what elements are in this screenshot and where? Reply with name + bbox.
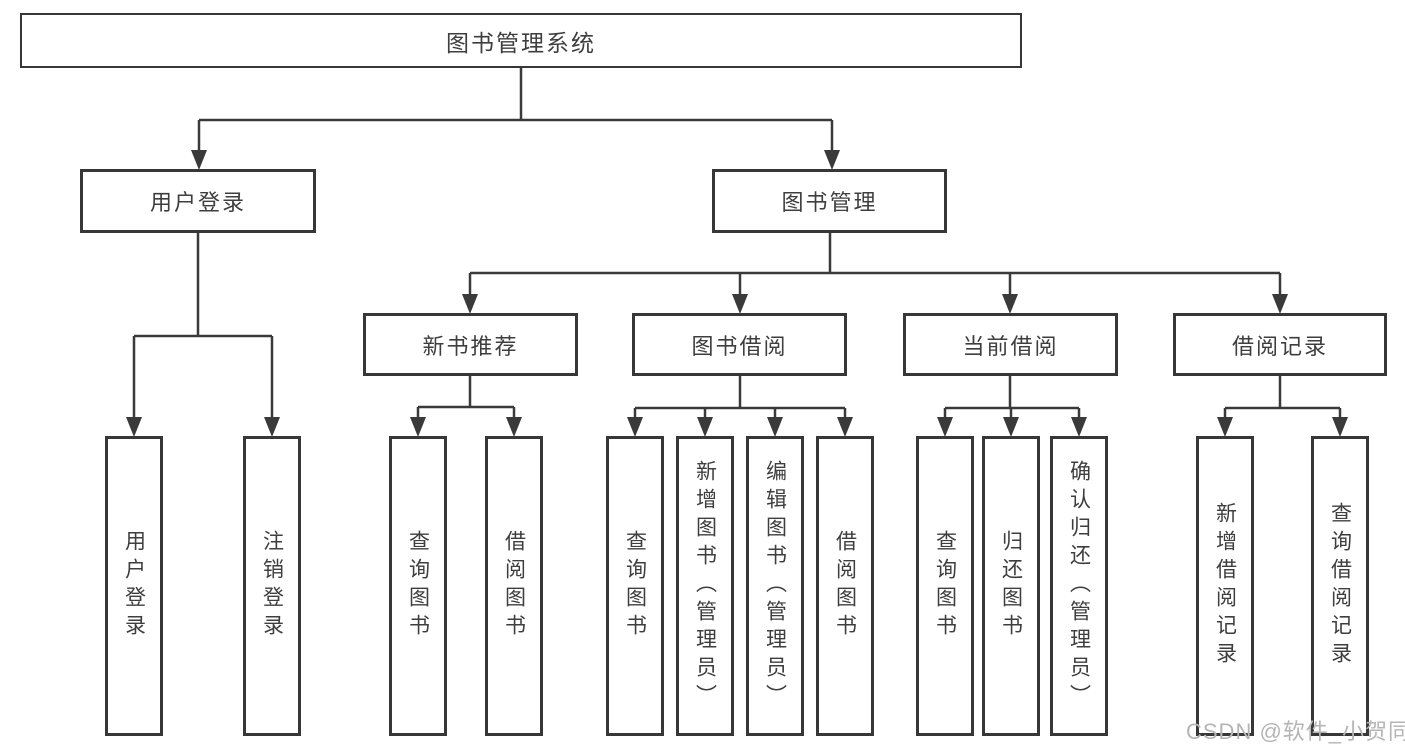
leaf-query-books-recommend: 查询图书 [389,436,447,736]
csdn-watermark: CSDN @软件_小贺同学 [1186,719,1405,744]
node-root-library-system: 图书管理系统 [20,13,1022,68]
connector-new-book-recommendation-to-children [410,376,522,437]
leaf-add-borrow-record: 新增借阅记录 [1196,436,1254,736]
node-label: 查询图书 [623,530,647,642]
connector-borrowing-records-to-children [1217,376,1348,437]
node-label: 查询借阅记录 [1328,502,1352,670]
node-label: 查询图书 [406,530,430,642]
leaf-borrow-books-borrowing: 借阅图书 [816,436,874,736]
node-label: 用户登录 [122,530,146,642]
node-label: 图书管理系统 [446,29,596,56]
leaf-query-books-borrowing: 查询图书 [606,436,664,736]
node-label: 查询图书 [933,530,957,642]
node-new-book-recommendation: 新书推荐 [363,313,578,376]
node-label: 注销登录 [260,530,284,642]
node-current-borrowing: 当前借阅 [903,313,1118,376]
leaf-edit-books-admin: 编辑图书（管理员） [746,436,804,736]
leaf-logout-login: 注销登录 [243,436,301,736]
leaf-query-books-current: 查询图书 [916,436,974,736]
connector-book-management-to-level2 [462,233,1288,314]
node-label: 当前借阅 [962,333,1059,359]
node-label: 编辑图书（管理员） [763,460,787,712]
node-label: 归还图书 [999,530,1023,642]
connector-root-to-level1 [191,68,840,170]
leaf-query-borrow-record: 查询借阅记录 [1311,436,1369,736]
node-label: 用户登录 [149,190,246,215]
leaf-confirm-return-admin: 确认归还（管理员） [1050,436,1108,736]
node-user-login: 用户登录 [80,169,316,233]
connector-current-borrowing-to-children [937,376,1087,437]
connector-book-borrowing-to-children [627,376,853,437]
leaf-user-login: 用户登录 [105,436,163,736]
node-label: 借阅图书 [502,530,526,642]
node-label: 确认归还（管理员） [1067,460,1091,712]
node-label: 图书管理 [781,190,878,215]
node-book-borrowing: 图书借阅 [632,313,847,376]
node-label: 借阅记录 [1231,333,1328,359]
node-label: 图书借阅 [691,333,788,359]
leaf-borrow-books-recommend: 借阅图书 [485,436,543,736]
node-borrowing-records: 借阅记录 [1173,313,1387,376]
node-label: 借阅图书 [833,530,857,642]
node-label: 新增借阅记录 [1213,502,1237,670]
node-book-management: 图书管理 [712,169,947,233]
leaf-return-books: 归还图书 [982,436,1040,736]
node-label: 新书推荐 [422,333,519,359]
leaf-add-books-admin: 新增图书（管理员） [676,436,734,736]
node-label: 新增图书（管理员） [693,460,717,712]
connector-user-login-to-children [126,233,280,437]
